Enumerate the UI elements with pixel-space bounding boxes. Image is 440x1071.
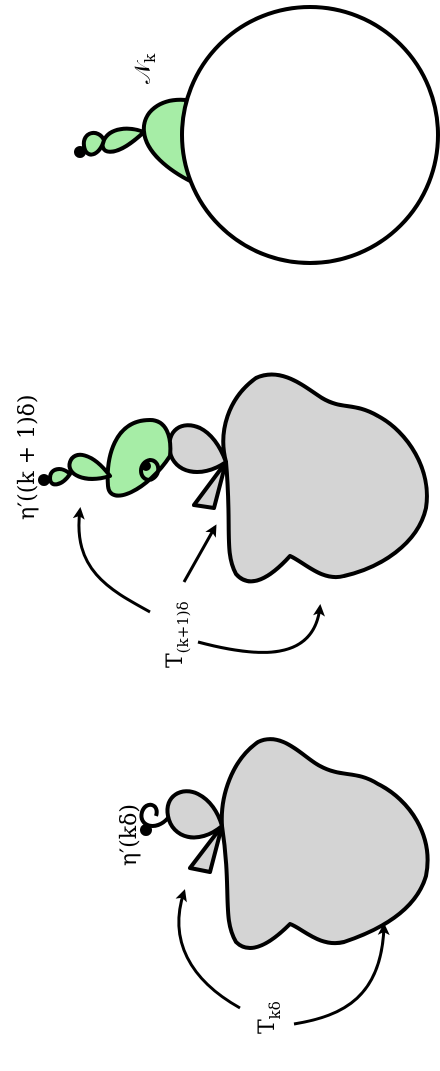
panel-t-k1-delta: η′((k + 1)δ) T(k+1)δ bbox=[15, 372, 429, 668]
green-loop-small-2 bbox=[48, 467, 72, 487]
panel-t-k-delta: η′(kδ) Tkδ bbox=[117, 737, 430, 1034]
gray-loop-1 bbox=[165, 789, 224, 840]
black-hook-2 bbox=[139, 457, 161, 482]
t-k-delta-label: Tkδ bbox=[255, 1001, 284, 1034]
t-k1-delta-label: T(k+1)δ bbox=[163, 601, 192, 668]
gray-wedge-2 bbox=[192, 460, 228, 510]
hook-dot-2 bbox=[141, 461, 151, 471]
eta-prime-k1-delta-label: η′((k + 1)δ) bbox=[15, 394, 40, 520]
gray-blob-large-2 bbox=[221, 372, 429, 584]
arrow-to-eta-2 bbox=[72, 507, 151, 614]
black-hook-1 bbox=[139, 802, 170, 828]
tip-dot-2 bbox=[38, 474, 50, 486]
arrow-to-blob-2 bbox=[197, 604, 325, 654]
tip-dot-1 bbox=[140, 824, 152, 836]
green-loop-medium-2 bbox=[67, 452, 112, 481]
gray-blob-large-1 bbox=[219, 737, 430, 950]
big-circle bbox=[180, 5, 440, 265]
gray-loop-2 bbox=[167, 423, 228, 474]
tip-dot bbox=[74, 146, 86, 158]
arrow-to-blob-1 bbox=[293, 923, 390, 1026]
eta-prime-k-delta-label: η′(kδ) bbox=[117, 804, 142, 866]
green-loop-small bbox=[81, 130, 106, 157]
arrow-to-eta-1 bbox=[175, 889, 241, 1010]
gray-wedge-1 bbox=[188, 824, 224, 874]
green-hull-2 bbox=[105, 418, 173, 498]
panel-n-k: 𝒩k bbox=[74, 5, 440, 265]
green-loop-medium bbox=[100, 126, 146, 154]
n-k-label: 𝒩k bbox=[131, 53, 159, 84]
arrow-to-hull-2 bbox=[182, 524, 217, 583]
